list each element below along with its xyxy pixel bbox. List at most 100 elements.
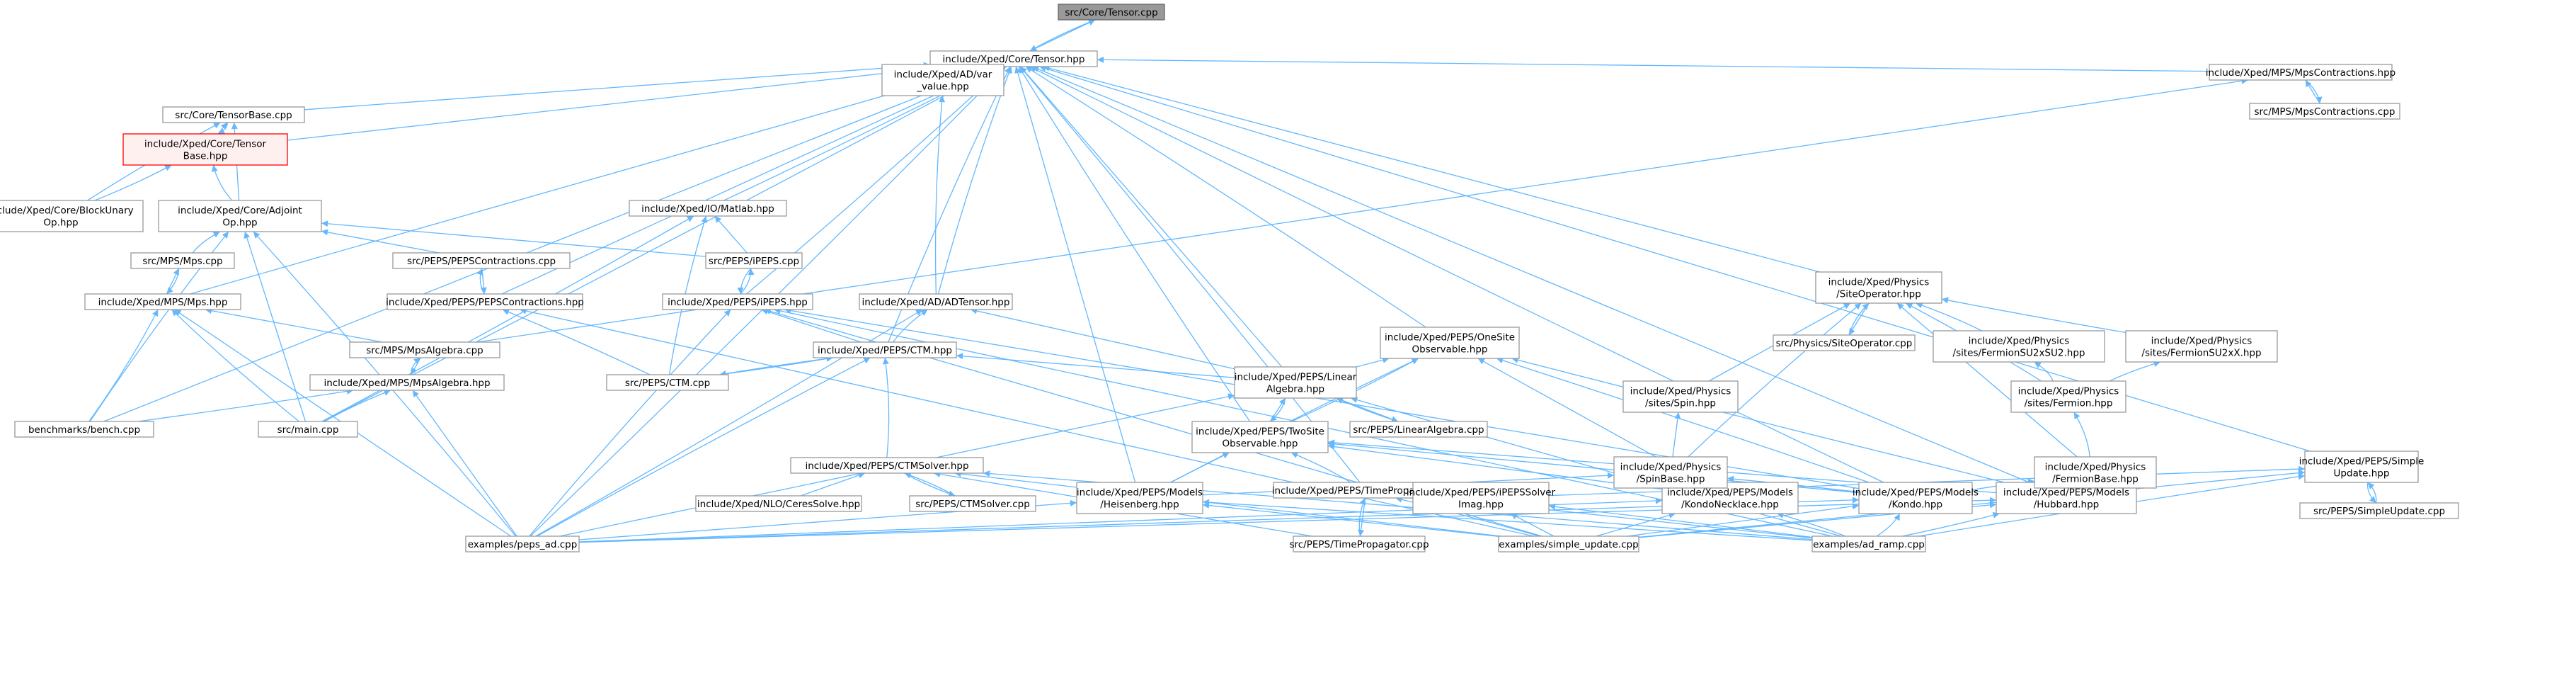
node-label: Op.hpp <box>43 217 78 229</box>
file-node[interactable]: examples/peps_ad.cpp <box>465 536 580 552</box>
node-box <box>1773 334 1916 351</box>
dependency-edge <box>217 122 228 135</box>
node-label: /SiteOperator.hpp <box>1836 289 1921 300</box>
node-box <box>662 293 813 310</box>
node-box <box>2304 450 2419 483</box>
file-node[interactable]: examples/simple_update.cpp <box>1498 536 1639 552</box>
file-node[interactable]: include/Xped/PEPS/CTMSolver.hpp <box>790 457 984 474</box>
file-node[interactable]: include/Xped/MPS/MpsContractions.hpp <box>2206 64 2396 81</box>
file-node[interactable]: include/Xped/MPS/MpsAlgebra.hpp <box>309 374 505 391</box>
file-node[interactable]: include/Xped/Physics/sites/FermionSU2xSU… <box>1933 330 2105 363</box>
file-node[interactable]: include/Xped/AD/var_value.hpp <box>881 64 1004 96</box>
node-box <box>1815 271 1942 304</box>
file-node[interactable]: include/Xped/Core/Tensor.hpp <box>929 50 1098 67</box>
node-box <box>1613 456 1728 489</box>
dependency-edge <box>535 309 923 537</box>
node-label: include/Xped/Physics <box>1828 277 1930 288</box>
dependency-edge <box>2034 361 2054 382</box>
node-label: src/Physics/SiteOperator.cpp <box>1776 338 1913 349</box>
file-node[interactable]: include/Xped/AD/ADTensor.hpp <box>859 293 1013 310</box>
dependency-edge <box>1358 497 1366 537</box>
file-node[interactable]: include/Xped/Physics/SpinBase.hpp <box>1613 456 1728 489</box>
node-label: include/Xped/Core/BlockUnary <box>0 205 134 217</box>
file-node[interactable]: include/Xped/PEPS/CTM.hpp <box>813 341 957 358</box>
dependency-edge <box>956 353 1235 378</box>
file-node[interactable]: include/Xped/Physics/SiteOperator.hpp <box>1815 271 1942 304</box>
node-box <box>1234 366 1357 399</box>
file-node[interactable]: include/Xped/PEPS/Models/KondoNecklace.h… <box>1661 482 1799 514</box>
file-node[interactable]: include/Xped/Physics/sites/Fermion.hpp <box>2010 380 2126 413</box>
file-node[interactable]: src/MPS/Mps.cpp <box>130 252 235 269</box>
dependency-edge <box>1848 302 1870 336</box>
file-node[interactable]: include/Xped/NLO/CeresSolve.hpp <box>695 495 862 512</box>
node-label: include/Xped/Core/Tensor <box>144 139 267 150</box>
file-node[interactable]: src/PEPS/TimePropagator.cpp <box>1289 536 1429 552</box>
node-box <box>1412 482 1550 514</box>
dependency-edge <box>1896 302 2078 458</box>
file-node[interactable]: src/MPS/MpsAlgebra.cpp <box>349 341 500 358</box>
file-node[interactable]: benchmarks/bench.cpp <box>14 421 154 438</box>
file-node[interactable]: include/Xped/Physics/sites/Spin.hpp <box>1622 380 1739 413</box>
file-node[interactable]: src/PEPS/iPEPS.cpp <box>705 252 803 269</box>
node-box <box>629 200 787 217</box>
file-node[interactable]: include/Xped/PEPS/PEPSContractions.hpp <box>386 293 584 310</box>
node-label: /Hubbard.hpp <box>2034 499 2100 511</box>
dependency-edge <box>1170 452 1230 483</box>
dependency-edge <box>322 66 1000 422</box>
file-node[interactable]: include/Xped/Core/TensorBase.hpp <box>122 133 288 166</box>
file-node[interactable]: src/Core/TensorBase.cpp <box>162 106 305 123</box>
file-node[interactable]: src/PEPS/LinearAlgebra.cpp <box>1349 421 1488 438</box>
file-node[interactable]: examples/ad_ramp.cpp <box>1811 536 1926 552</box>
file-node[interactable]: include/Xped/MPS/Mps.hpp <box>84 293 241 310</box>
node-box <box>1076 482 1203 514</box>
node-box <box>387 293 583 310</box>
node-label: /sites/FermionSU2xSU2.hpp <box>1953 348 2085 359</box>
node-box <box>465 536 580 552</box>
node-label: include/Xped/PEPS/CTMSolver.hpp <box>805 460 968 472</box>
node-box <box>606 374 729 391</box>
dependency-edge <box>537 357 871 537</box>
node-label: Observable.hpp <box>1412 344 1488 356</box>
dependency-edge <box>904 472 956 497</box>
node-label: include/Xped/Physics <box>2018 386 2119 397</box>
node-label: examples/simple_update.cpp <box>1499 539 1638 550</box>
node-label: Algebra.hpp <box>1266 384 1324 395</box>
node-label: src/MPS/MpsAlgebra.cpp <box>366 345 483 356</box>
node-label: include/Xped/Physics <box>1969 336 2070 347</box>
file-node[interactable]: include/Xped/Physics/FermionBase.hpp <box>2034 456 2157 489</box>
file-node[interactable]: include/Xped/PEPS/SimpleUpdate.hpp <box>2299 450 2425 483</box>
file-node[interactable]: src/main.cpp <box>258 421 358 438</box>
file-node[interactable]: src/PEPS/CTM.cpp <box>606 374 729 391</box>
file-node[interactable]: src/PEPS/PEPSContractions.cpp <box>392 252 571 269</box>
dependency-edge <box>1688 302 1862 458</box>
dependency-edge <box>1269 397 1286 422</box>
node-label: include/Xped/PEPS/CTM.hpp <box>818 345 952 356</box>
file-node[interactable]: include/Xped/IO/Matlab.hpp <box>629 200 787 217</box>
file-node[interactable]: src/Physics/SiteOperator.cpp <box>1773 334 1916 351</box>
dependency-edge <box>1916 302 1982 332</box>
dependency-edge <box>166 268 180 295</box>
file-node[interactable]: include/Xped/PEPS/iPEPS.hpp <box>662 293 813 310</box>
file-node[interactable]: src/Core/Tensor.cpp <box>1058 4 1165 21</box>
file-node[interactable]: include/Xped/PEPS/Models/Kondo.hpp <box>1853 482 1979 514</box>
node-box <box>162 106 305 123</box>
node-box <box>2034 456 2157 489</box>
dependency-edge <box>1638 470 2306 538</box>
node-label: /sites/FermionSU2xX.hpp <box>2141 348 2261 359</box>
dependency-edge <box>411 357 421 375</box>
file-node[interactable]: src/PEPS/CTMSolver.cpp <box>909 495 1036 512</box>
file-node[interactable]: include/Xped/Physics/sites/FermionSU2xX.… <box>2125 330 2278 363</box>
file-node[interactable]: include/Xped/PEPS/Models/Heisenberg.hpp <box>1076 482 1203 514</box>
node-box <box>0 200 144 232</box>
file-node[interactable]: include/Xped/PEPS/LinearAlgebra.hpp <box>1234 366 1357 399</box>
dependency-edge <box>740 268 755 295</box>
file-node[interactable]: src/PEPS/SimpleUpdate.cpp <box>2299 502 2459 519</box>
dependency-edge <box>244 231 307 422</box>
file-node[interactable]: src/MPS/MpsContractions.cpp <box>2249 103 2400 120</box>
